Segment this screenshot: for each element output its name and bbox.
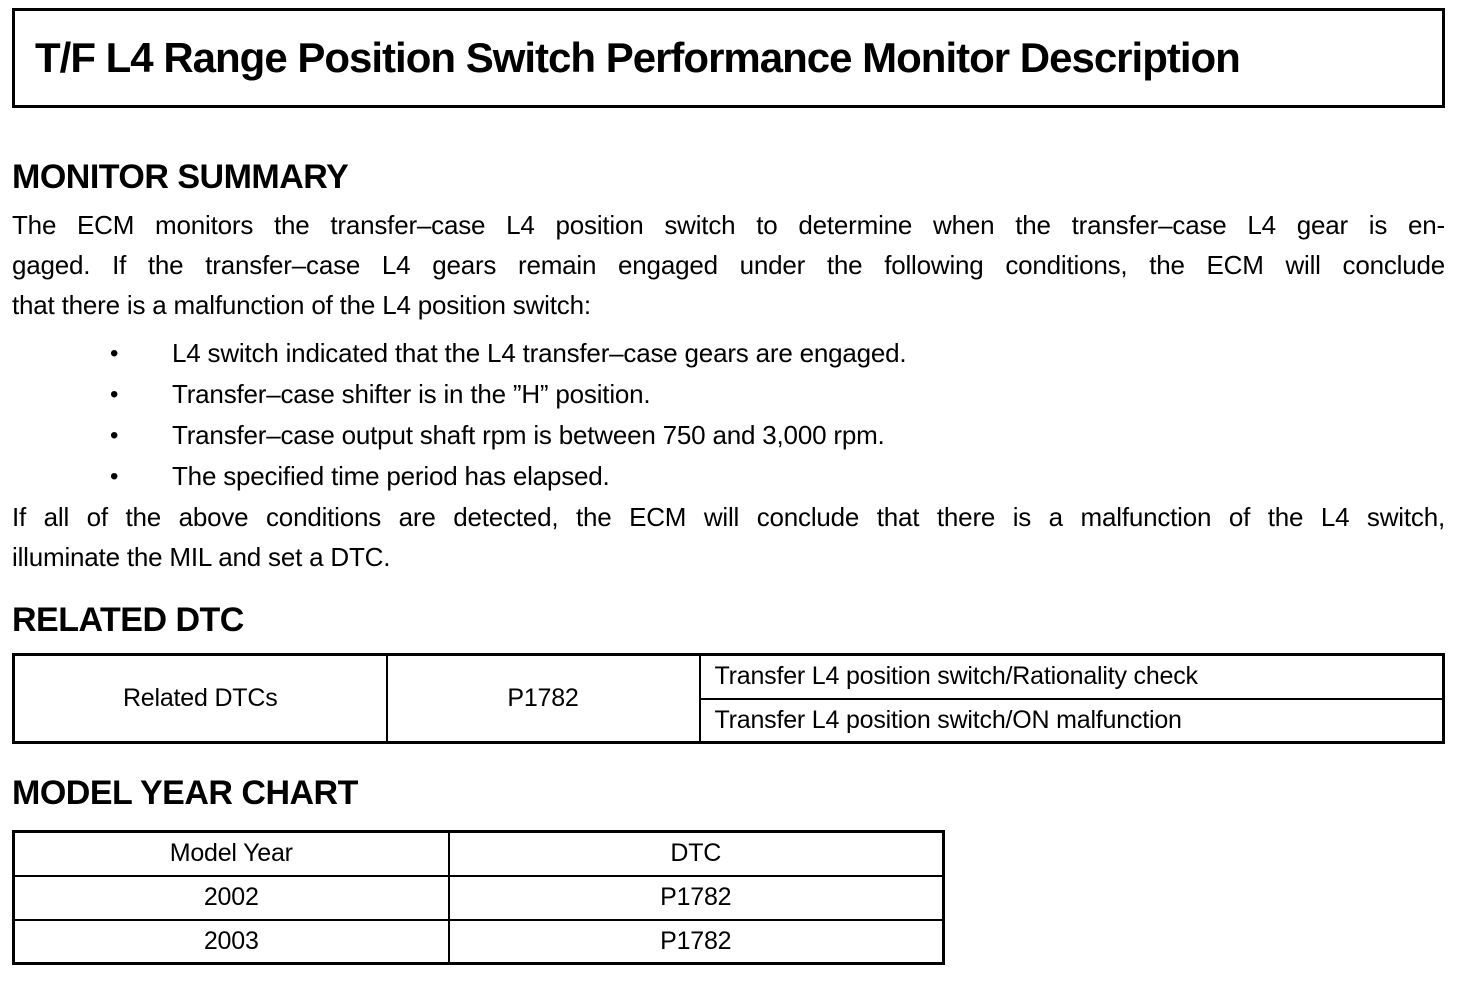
document-page: T/F L4 Range Position Switch Performance… [12,8,1445,965]
list-item-text: Transfer–case output shaft rpm is betwee… [172,420,885,450]
dtc-description-cell: Transfer L4 position switch/Rationality … [698,653,1445,700]
monitor-conditions-list: • L4 switch indicated that the L4 transf… [12,333,1445,497]
table-row: 2002 P1782 [12,874,945,921]
monitor-summary-intro-paragraph: The ECM monitors the transfer–case L4 po… [12,205,1445,325]
monitor-summary-heading: MONITOR SUMMARY [12,158,349,196]
paragraph-line: gaged. If the transfer–case L4 gears rem… [12,250,1445,280]
paragraph-line: that there is a malfunction of the L4 po… [12,290,591,320]
model-year-cell: 2002 [12,874,450,921]
table-row: Related DTCs P1782 Transfer L4 position … [12,653,1445,744]
related-dtc-table: Related DTCs P1782 Transfer L4 position … [12,653,1445,744]
bullet-icon: • [110,422,119,449]
document-title-box: T/F L4 Range Position Switch Performance… [12,8,1445,108]
list-item-text: The specified time period has elapsed. [172,461,610,491]
dtc-cell: P1782 [447,918,945,965]
bullet-icon: • [110,340,119,367]
paragraph-line: If all of the above conditions are detec… [12,502,1445,532]
list-item-text: L4 switch indicated that the L4 transfer… [172,338,907,368]
table-row: Transfer L4 position switch/ON malfuncti… [14,697,1445,744]
list-item-text: Transfer–case shifter is in the ”H” posi… [172,379,651,409]
model-year-header-cell: Model Year [12,830,450,877]
model-year-table: Model Year DTC 2002 P1782 2003 P1782 [12,830,945,965]
dtc-header-cell: DTC [447,830,945,877]
list-item: • Transfer–case shifter is in the ”H” po… [12,374,1445,415]
paragraph-line: illuminate the MIL and set a DTC. [12,542,391,572]
model-year-cell: 2003 [12,918,450,965]
table-header-row: Model Year DTC [12,830,945,877]
list-item: • Transfer–case output shaft rpm is betw… [12,415,1445,456]
list-item: • The specified time period has elapsed. [12,456,1445,497]
dtc-description-cell: Transfer L4 position switch/ON malfuncti… [698,697,1445,744]
related-dtc-heading: RELATED DTC [12,601,244,639]
related-dtcs-label-cell: Related DTCs [12,653,388,744]
document-title: T/F L4 Range Position Switch Performance… [35,34,1241,81]
bullet-icon: • [110,381,119,408]
paragraph-line: The ECM monitors the transfer–case L4 po… [12,210,1445,240]
bullet-icon: • [110,463,119,490]
dtc-code-cell: P1782 [385,653,701,744]
list-item: • L4 switch indicated that the L4 transf… [12,333,1445,374]
monitor-summary-conclusion-paragraph: If all of the above conditions are detec… [12,497,1445,577]
table-row: 2003 P1782 [12,918,945,965]
dtc-cell: P1782 [447,874,945,921]
model-year-chart-heading: MODEL YEAR CHART [12,774,358,812]
